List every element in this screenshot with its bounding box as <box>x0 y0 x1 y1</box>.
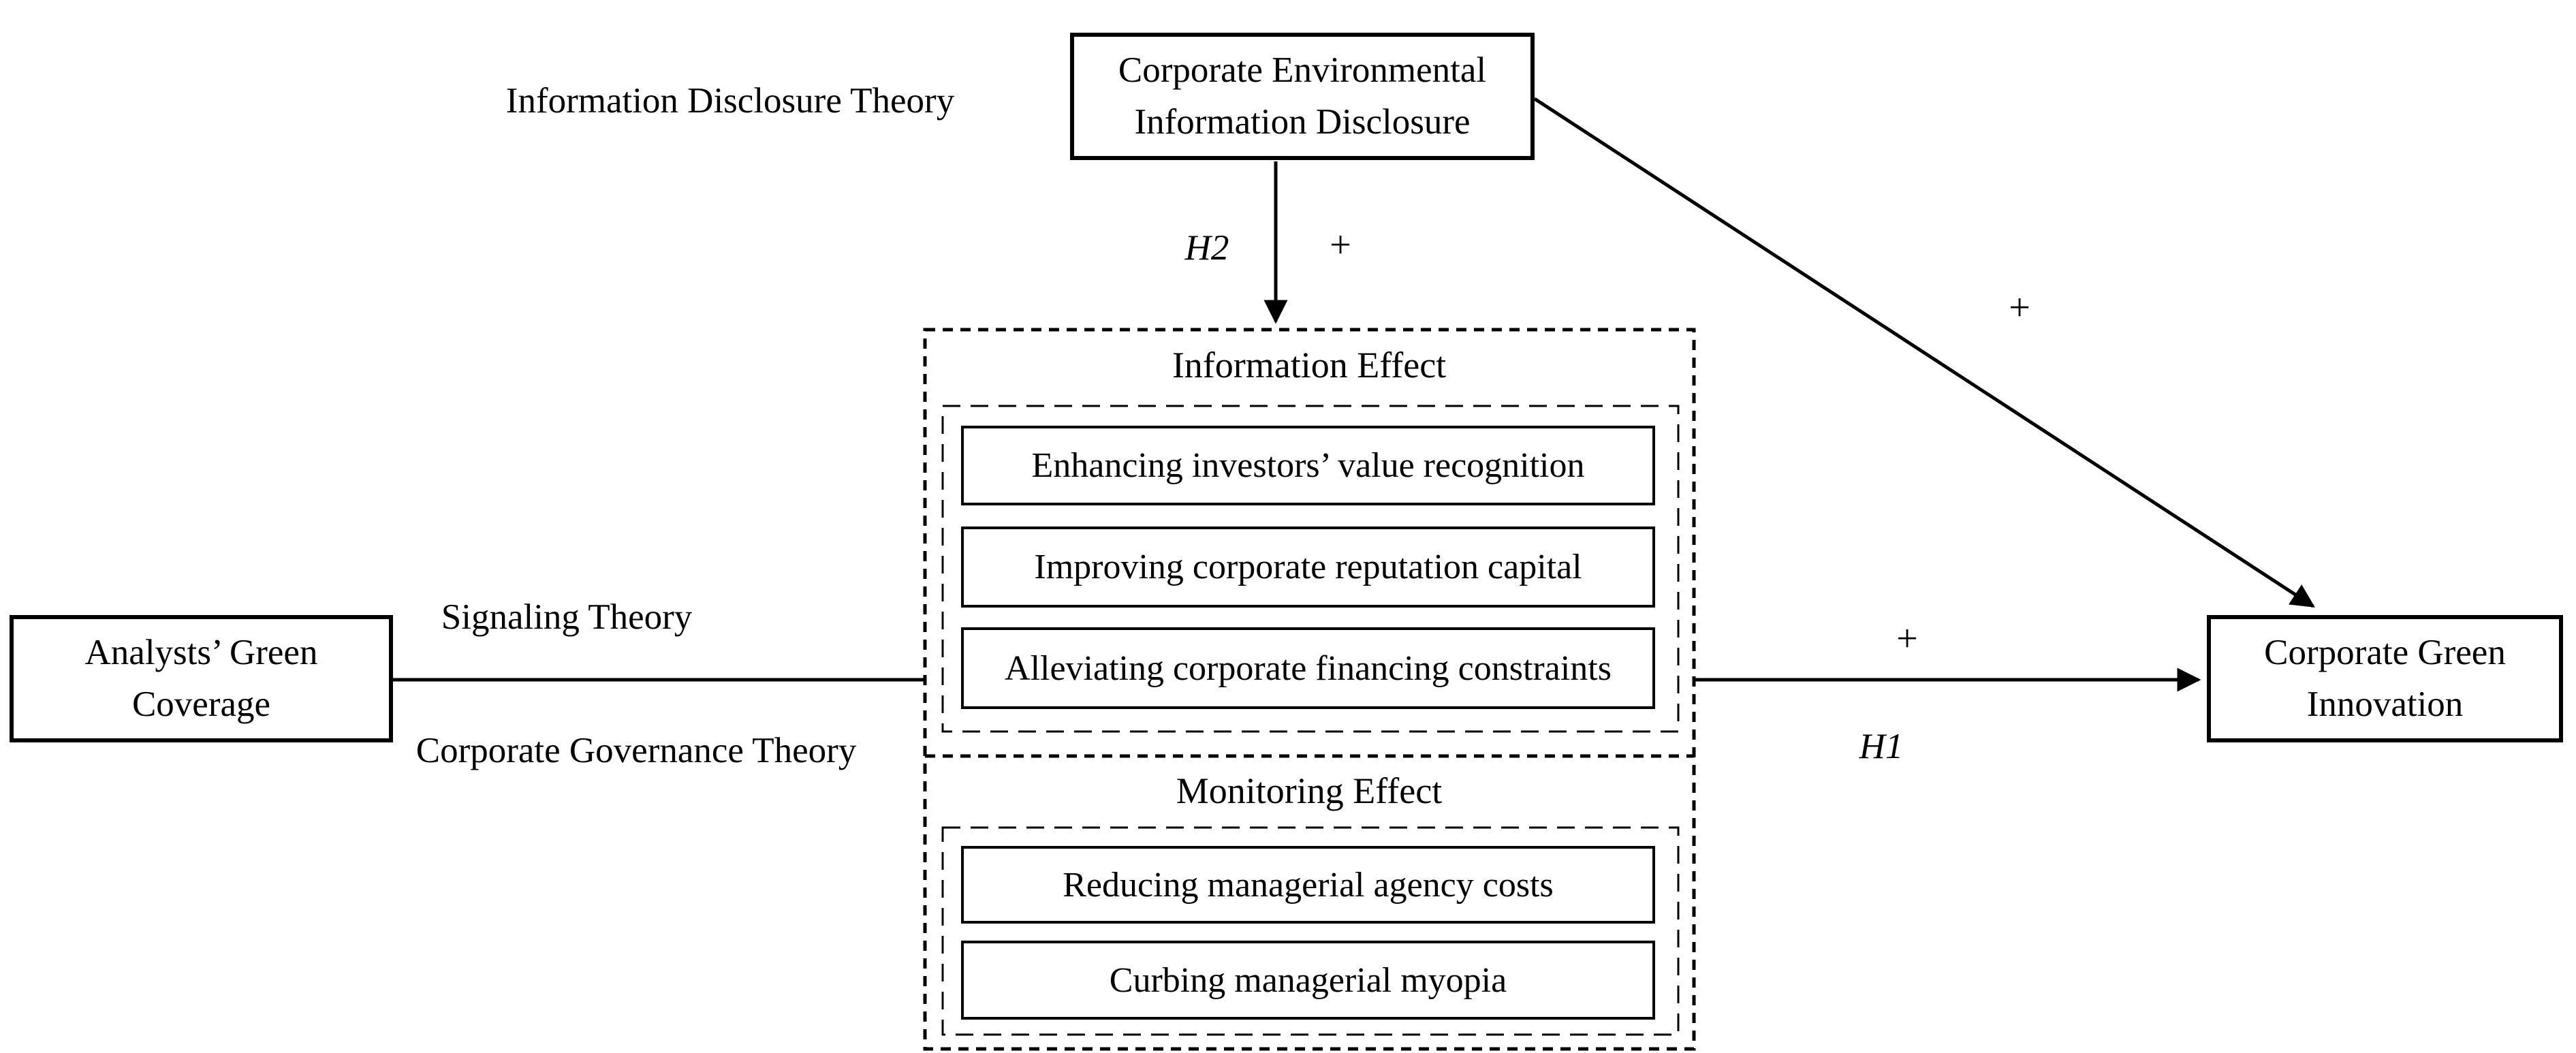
mediator-text: Alleviating corporate financing constrai… <box>1005 648 1612 688</box>
information-effect-title: Information Effect <box>1172 345 1447 386</box>
box-text-line: Information Disclosure <box>1134 101 1471 142</box>
monitoring-effect-dashed-box <box>941 826 1680 1036</box>
box-text-line: Coverage <box>131 684 271 724</box>
mediator-box-reputation-capital: Improving corporate reputation capital <box>961 526 1655 608</box>
box-text-line: Corporate Green <box>2264 633 2506 673</box>
h2-label: H2 <box>1184 228 1229 268</box>
mediator-box-agency-costs: Reducing managerial agency costs <box>961 846 1655 924</box>
mediator-box-managerial-myopia: Curbing managerial myopia <box>961 941 1655 1020</box>
mediator-text: Improving corporate reputation capital <box>1034 548 1582 586</box>
disclosure-to-innovation-arrow <box>1533 97 2315 608</box>
mediator-box-financing-constraints: Alleviating corporate financing constrai… <box>961 627 1655 709</box>
mediator-box-value-recognition: Enhancing investors’ value recognition <box>961 426 1655 505</box>
box-text-line: Innovation <box>2306 684 2464 724</box>
mediator-text: Reducing managerial agency costs <box>1063 865 1554 905</box>
signaling-theory-label: Signaling Theory <box>441 597 693 637</box>
information-disclosure-theory-label: Information Disclosure Theory <box>505 81 955 121</box>
information-effect-dashed-box <box>941 405 1680 733</box>
corporate-governance-theory-label: Corporate Governance Theory <box>415 731 857 770</box>
corporate-environmental-information-disclosure-box: Corporate Environmental Information Disc… <box>1070 33 1535 160</box>
box-text-line: Corporate Environmental <box>1118 50 1487 91</box>
h1-label: H1 <box>1859 727 1904 766</box>
analysts-green-coverage-box: Analysts’ Green Coverage <box>10 615 393 742</box>
corporate-green-innovation-box: Corporate Green Innovation <box>2207 615 2563 742</box>
mediator-text: Enhancing investors’ value recognition <box>1031 446 1585 485</box>
h2-plus-sign: + <box>1330 224 1351 266</box>
monitoring-effect-title: Monitoring Effect <box>1176 770 1443 811</box>
diagonal-plus-sign: + <box>2009 287 2030 329</box>
mediator-text: Curbing managerial myopia <box>1109 960 1507 1000</box>
h1-plus-sign: + <box>1896 618 1918 660</box>
box-text-line: Analysts’ Green <box>84 633 318 673</box>
